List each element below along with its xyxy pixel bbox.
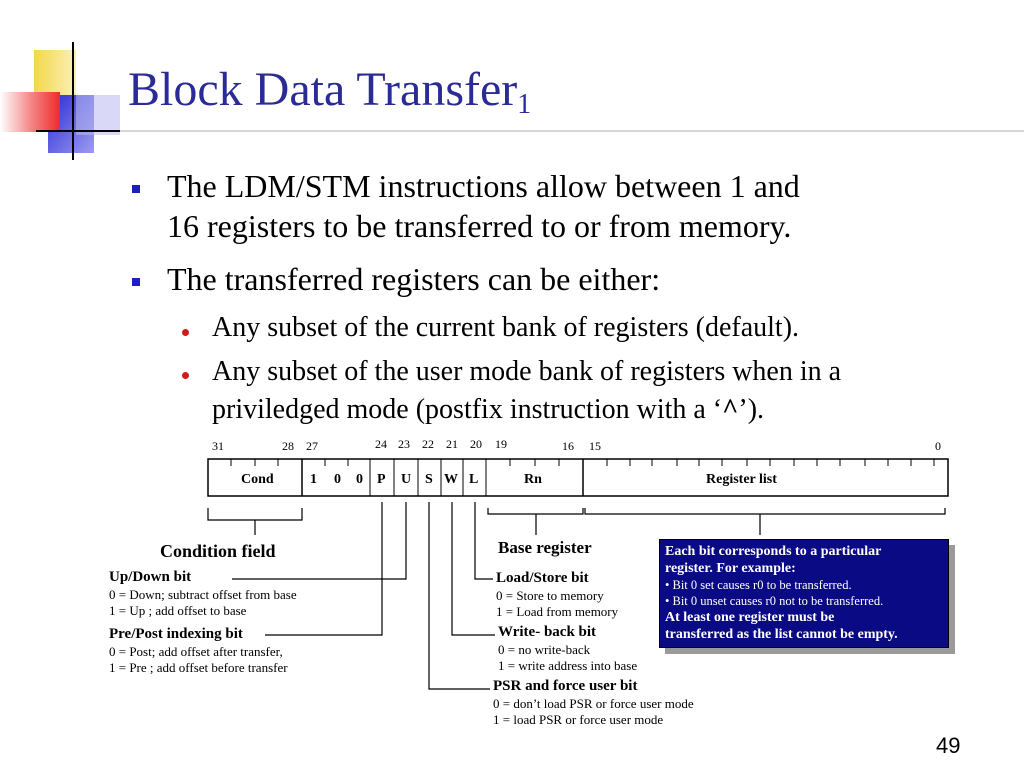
bullet-dot-icon [182,372,189,379]
field-bit-25: 0 [356,472,363,487]
loadstore-bit-title: Load/Store bit [496,570,589,586]
info-line-5: At least one register must be [665,610,835,625]
bit-number: 24 [375,437,387,451]
bit-number: 23 [398,437,410,451]
prepost-bit-line-1: 0 = Post; add offset after transfer, [109,644,283,659]
subbullet-2-line-1: Any subset of the user mode bank of regi… [212,356,842,387]
prepost-bit-line-2: 1 = Pre ; add offset before transfer [109,660,288,675]
field-rn: Rn [524,472,542,487]
caret-symbol: ^ [722,394,739,425]
corner-decoration [0,42,1024,160]
subbullet-2-text-pre: priviledged mode (postfix instruction wi… [212,394,723,425]
bullet-2-line-1: The transferred registers can be either: [167,261,661,297]
prepost-bit-title: Pre/Post indexing bit [109,626,243,642]
field-bit-26: 0 [334,472,341,487]
psr-bit-title: PSR and force user bit [493,678,638,694]
bit-number: 28 [282,439,294,453]
field-w: W [444,472,458,487]
subbullet-2-text-post: ’). [738,394,765,425]
field-s: S [425,472,433,487]
subbullet-2-line-2: priviledged mode (postfix instruction wi… [212,391,841,429]
writeback-bit-title: Write- back bit [498,624,597,640]
field-l: L [469,472,479,487]
writeback-bit-line-1: 0 = no write-back [498,642,591,657]
bullet-square-icon [132,185,140,193]
subbullet-1-line-1: Any subset of the current bank of regist… [212,312,800,343]
field-bit-27: 1 [310,472,317,487]
page-number: 49 [936,733,961,758]
field-p: P [377,472,386,487]
info-line-2: register. For example: [665,561,796,576]
subbullet-1: Any subset of the current bank of regist… [212,309,799,347]
info-line-3: • Bit 0 set causes r0 to be transferred. [665,578,852,592]
writeback-bit-line-2: 1 = write address into base [498,658,638,673]
updown-bit-line-1: 0 = Down; subtract offset from base [109,587,297,602]
psr-bit-line-2: 1 = load PSR or force user mode [493,712,664,727]
slide-title-subscript: 1 [517,89,532,120]
field-register-list: Register list [706,472,777,487]
field-u: U [401,472,412,487]
bullet-dot-icon [182,329,189,336]
bullet-2: The transferred registers can be either: [167,259,660,299]
slide-title: Block Data Transfer1 [128,66,531,119]
info-line-4: • Bit 0 unset causes r0 not to be transf… [665,594,884,608]
updown-bit-title: Up/Down bit [109,569,192,585]
info-line-1: Each bit corresponds to a particular [665,544,882,559]
bit-number: 22 [422,437,434,451]
loadstore-bit-line-1: 0 = Store to memory [496,588,604,603]
bullet-square-icon [132,278,140,286]
bit-number: 31 [212,439,224,453]
bit-number: 15 [589,439,601,453]
field-cond: Cond [241,472,274,487]
bit-number: 21 [446,437,458,451]
slide-title-text: Block Data Transfer [128,63,518,116]
bullet-1-line-2: 16 registers to be transferred to or fro… [167,208,792,244]
bit-number: 0 [935,439,941,453]
bit-number: 20 [470,437,482,451]
condition-field-label: Condition field [160,541,276,561]
updown-bit-line-2: 1 = Up ; add offset to base [109,603,247,618]
bullet-1-line-1: The LDM/STM instructions allow between 1… [167,168,800,204]
info-line-6: transferred as the list cannot be empty. [665,627,898,642]
bit-number: 16 [562,439,574,453]
loadstore-bit-line-2: 1 = Load from memory [496,604,619,619]
bit-number: 19 [495,437,507,451]
bit-number: 27 [306,439,318,453]
bullet-1: The LDM/STM instructions allow between 1… [167,166,800,246]
instruction-format-diagram [207,458,949,690]
subbullet-2: Any subset of the user mode bank of regi… [212,353,841,429]
register-list-info-box: Each bit corresponds to a particular reg… [659,539,949,648]
base-register-label: Base register [498,538,592,557]
psr-bit-line-1: 0 = don’t load PSR or force user mode [493,696,694,711]
